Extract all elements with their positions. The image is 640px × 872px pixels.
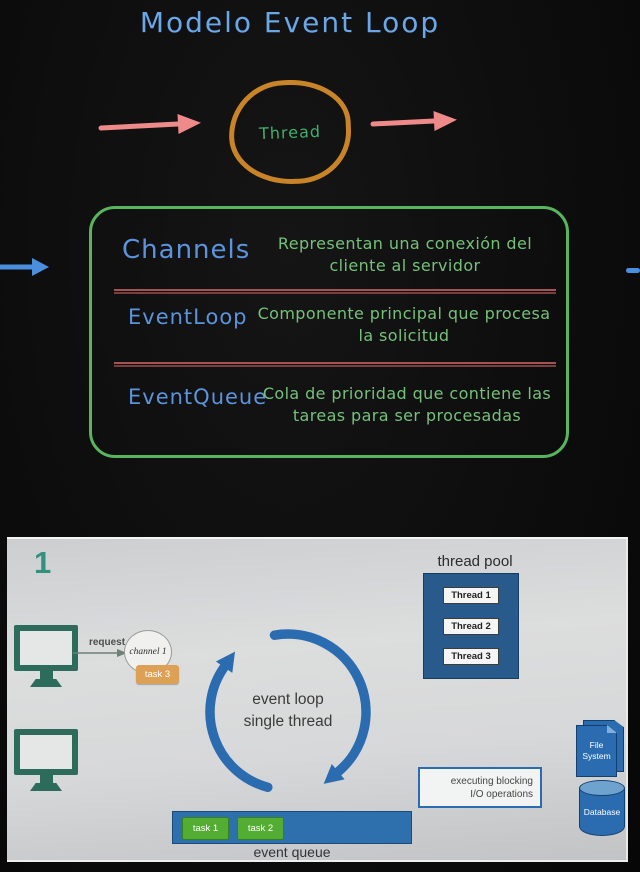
client-monitor-icon: [14, 729, 78, 791]
task-badge: task 1: [182, 817, 229, 840]
database-label: Database: [583, 807, 621, 817]
blocking-io-box: executing blocking I/O operations: [418, 767, 542, 808]
event-loop-cycle-icon: [205, 629, 371, 793]
event-loop-label: event loop single thread: [243, 691, 333, 730]
thread-pool-box: Thread 1 Thread 2 Thread 3: [423, 573, 519, 679]
table-description: Cola de prioridad que contiene las tarea…: [262, 384, 552, 425]
request-arrow-icon: [73, 649, 127, 657]
client-monitor-icon: [14, 625, 78, 687]
event-queue-label: event queue: [253, 844, 331, 860]
task-badge: task 2: [237, 817, 284, 840]
step-number: 1: [34, 545, 52, 580]
thread-item: Thread 2: [443, 617, 499, 635]
thread-item: Thread 1: [443, 587, 499, 605]
divider: [114, 362, 556, 367]
edge-arrow-right-icon: [626, 268, 640, 273]
task-badge: task 3: [136, 665, 179, 684]
file-system-label: File System: [576, 725, 617, 777]
event-queue-bar: task 1 task 2: [172, 811, 412, 844]
flow-arrow-left-icon: [98, 114, 201, 134]
table-term: Channels: [122, 235, 251, 265]
table-description: Representan una conexión del cliente al …: [277, 234, 533, 275]
diagram-image-panel: 1 request channel 1 task 3 event loop si…: [7, 537, 628, 862]
flow-arrow-right-icon: [370, 111, 457, 131]
database-icon: Database: [579, 780, 625, 842]
thread-pool-title: thread pool: [437, 553, 513, 570]
edge-arrow-left-icon: [0, 258, 49, 276]
thread-label: Thread: [258, 121, 322, 143]
divider: [114, 289, 556, 294]
file-system-icon: File System: [576, 720, 626, 780]
thread-circle: Thread: [227, 77, 353, 187]
table-term: EventLoop: [128, 305, 248, 329]
page-title: Modelo Event Loop: [139, 6, 441, 39]
request-label: request: [88, 637, 126, 648]
table-description: Componente principal que procesa la soli…: [257, 304, 551, 345]
definitions-table: Channels Representan una conexión del cl…: [89, 206, 569, 458]
thread-item: Thread 3: [443, 647, 499, 665]
table-term: EventQueue: [128, 385, 268, 409]
